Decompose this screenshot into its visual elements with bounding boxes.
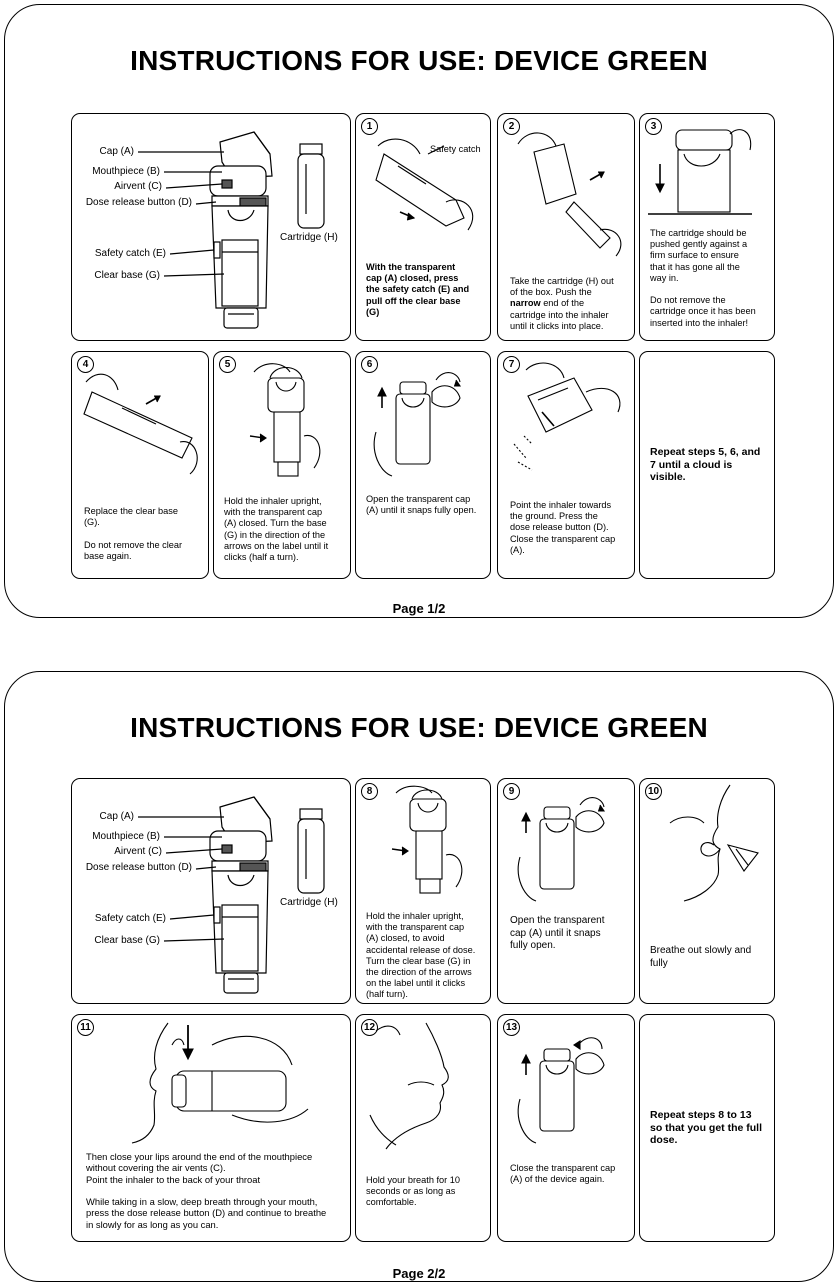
open-cap-illustration [356,352,491,492]
step-text: Open the transparent cap (A) until it sn… [366,494,476,516]
step-text: With the transparent cap (A) closed, pre… [366,262,469,318]
step-text: Open the transparent cap (A) until it sn… [510,915,605,953]
step-text: The cartridge should be pushed gently ag… [650,228,756,329]
step-text: Point the inhaler towards the ground. Pr… [510,500,615,556]
turn-base-illustration [214,352,351,492]
device-diagram-panel: Cap (A) Mouthpiece (B) Airvent (C) Dose … [71,778,351,1004]
step-text: Close the transparent cap (A) of the dev… [510,1163,615,1185]
repeat-note-panel: Repeat steps 5, 6, and 7 until a cloud i… [639,351,775,579]
device-diagram-panel: Cap (A) Mouthpiece (B) Airvent (C) Dose … [71,113,351,341]
cap-label: Cap (A) [100,146,134,158]
clear-base-label: Clear base (G) [94,935,160,947]
airvent-label: Airvent (C) [114,181,162,193]
clear-base-label: Clear base (G) [94,270,160,282]
dose-release-button-label: Dose release button (D) [86,862,192,874]
step-text: Take the cartridge (H) out of the box. P… [510,276,614,332]
cartridge-label: Cartridge (H) [280,897,338,909]
step-1-panel: 1 Safety catch With the transparent cap … [355,113,491,341]
cartridge-label: Cartridge (H) [280,232,338,244]
mouthpiece-label: Mouthpiece (B) [92,166,160,178]
turn-base-illustration [356,779,491,909]
page-title: INSTRUCTIONS FOR USE: DEVICE GREEN [5,45,833,77]
safety-catch-label: Safety catch (E) [95,248,166,260]
step-10-panel: 10 Breathe out slowly and fully [639,778,775,1004]
repeat-note: Repeat steps 8 to 13 so that you get the… [650,1109,762,1147]
instructions-page-1: INSTRUCTIONS FOR USE: DEVICE GREEN [4,4,834,618]
page-title: INSTRUCTIONS FOR USE: DEVICE GREEN [5,712,833,744]
step-12-panel: 12 Hold your breath for 10 seconds or as… [355,1014,491,1242]
mouthpiece-label: Mouthpiece (B) [92,831,160,843]
step-text: Breathe out slowly and fully [650,945,751,970]
press-safety-catch-illustration [356,114,491,254]
inhale-illustration [72,1015,351,1145]
step-2-panel: 2 Take the cartridge (H) out of the box.… [497,113,635,341]
close-cap-illustration [498,1015,635,1155]
page-number: Page 1/2 [5,601,833,616]
step-text: Hold the inhaler upright, with the trans… [224,496,328,563]
step-text: Then close your lips around the end of t… [86,1151,326,1230]
hold-breath-illustration [356,1015,491,1165]
step-text: Hold your breath for 10 seconds or as lo… [366,1175,460,1209]
step-5-panel: 5 Hold the inhaler upright, with the tra… [213,351,351,579]
replace-base-illustration [72,352,209,492]
step-3-panel: 3 The cartridge should be pushed gently … [639,113,775,341]
cap-label: Cap (A) [100,811,134,823]
repeat-note: Repeat steps 5, 6, and 7 until a cloud i… [650,446,760,484]
instructions-page-2: INSTRUCTIONS FOR USE: DEVICE GREEN [4,671,834,1282]
step-13-panel: 13 Close the transparent cap (A) of the … [497,1014,635,1242]
step-8-panel: 8 Hold the inhaler upright, with the tra… [355,778,491,1004]
step-9-panel: 9 Open the transparent cap (A) until it … [497,778,635,1004]
breathe-out-illustration [640,779,775,919]
step-11-panel: 11 Then close your lips around the end o… [71,1014,351,1242]
step-text: Hold the inhaler upright, with the trans… [366,911,475,1001]
step-7-panel: 7 Point the inhaler towards the ground. … [497,351,635,579]
insert-cartridge-illustration [498,114,635,264]
dose-release-button-label: Dose release button (D) [86,197,192,209]
safety-catch-label: Safety catch (E) [95,913,166,925]
page-number: Page 2/2 [5,1266,833,1281]
airvent-label: Airvent (C) [114,846,162,858]
repeat-note-panel: Repeat steps 8 to 13 so that you get the… [639,1014,775,1242]
step-6-panel: 6 Open the transparent cap (A) until it … [355,351,491,579]
step-text: Replace the clear base (G). Do not remov… [84,506,182,562]
release-dose-illustration [498,352,635,492]
step-4-panel: 4 Replace the clear base (G). Do not rem… [71,351,209,579]
open-cap-illustration [498,779,635,909]
push-cartridge-illustration [640,114,775,224]
safety-catch-callout: Safety catch [430,144,481,155]
